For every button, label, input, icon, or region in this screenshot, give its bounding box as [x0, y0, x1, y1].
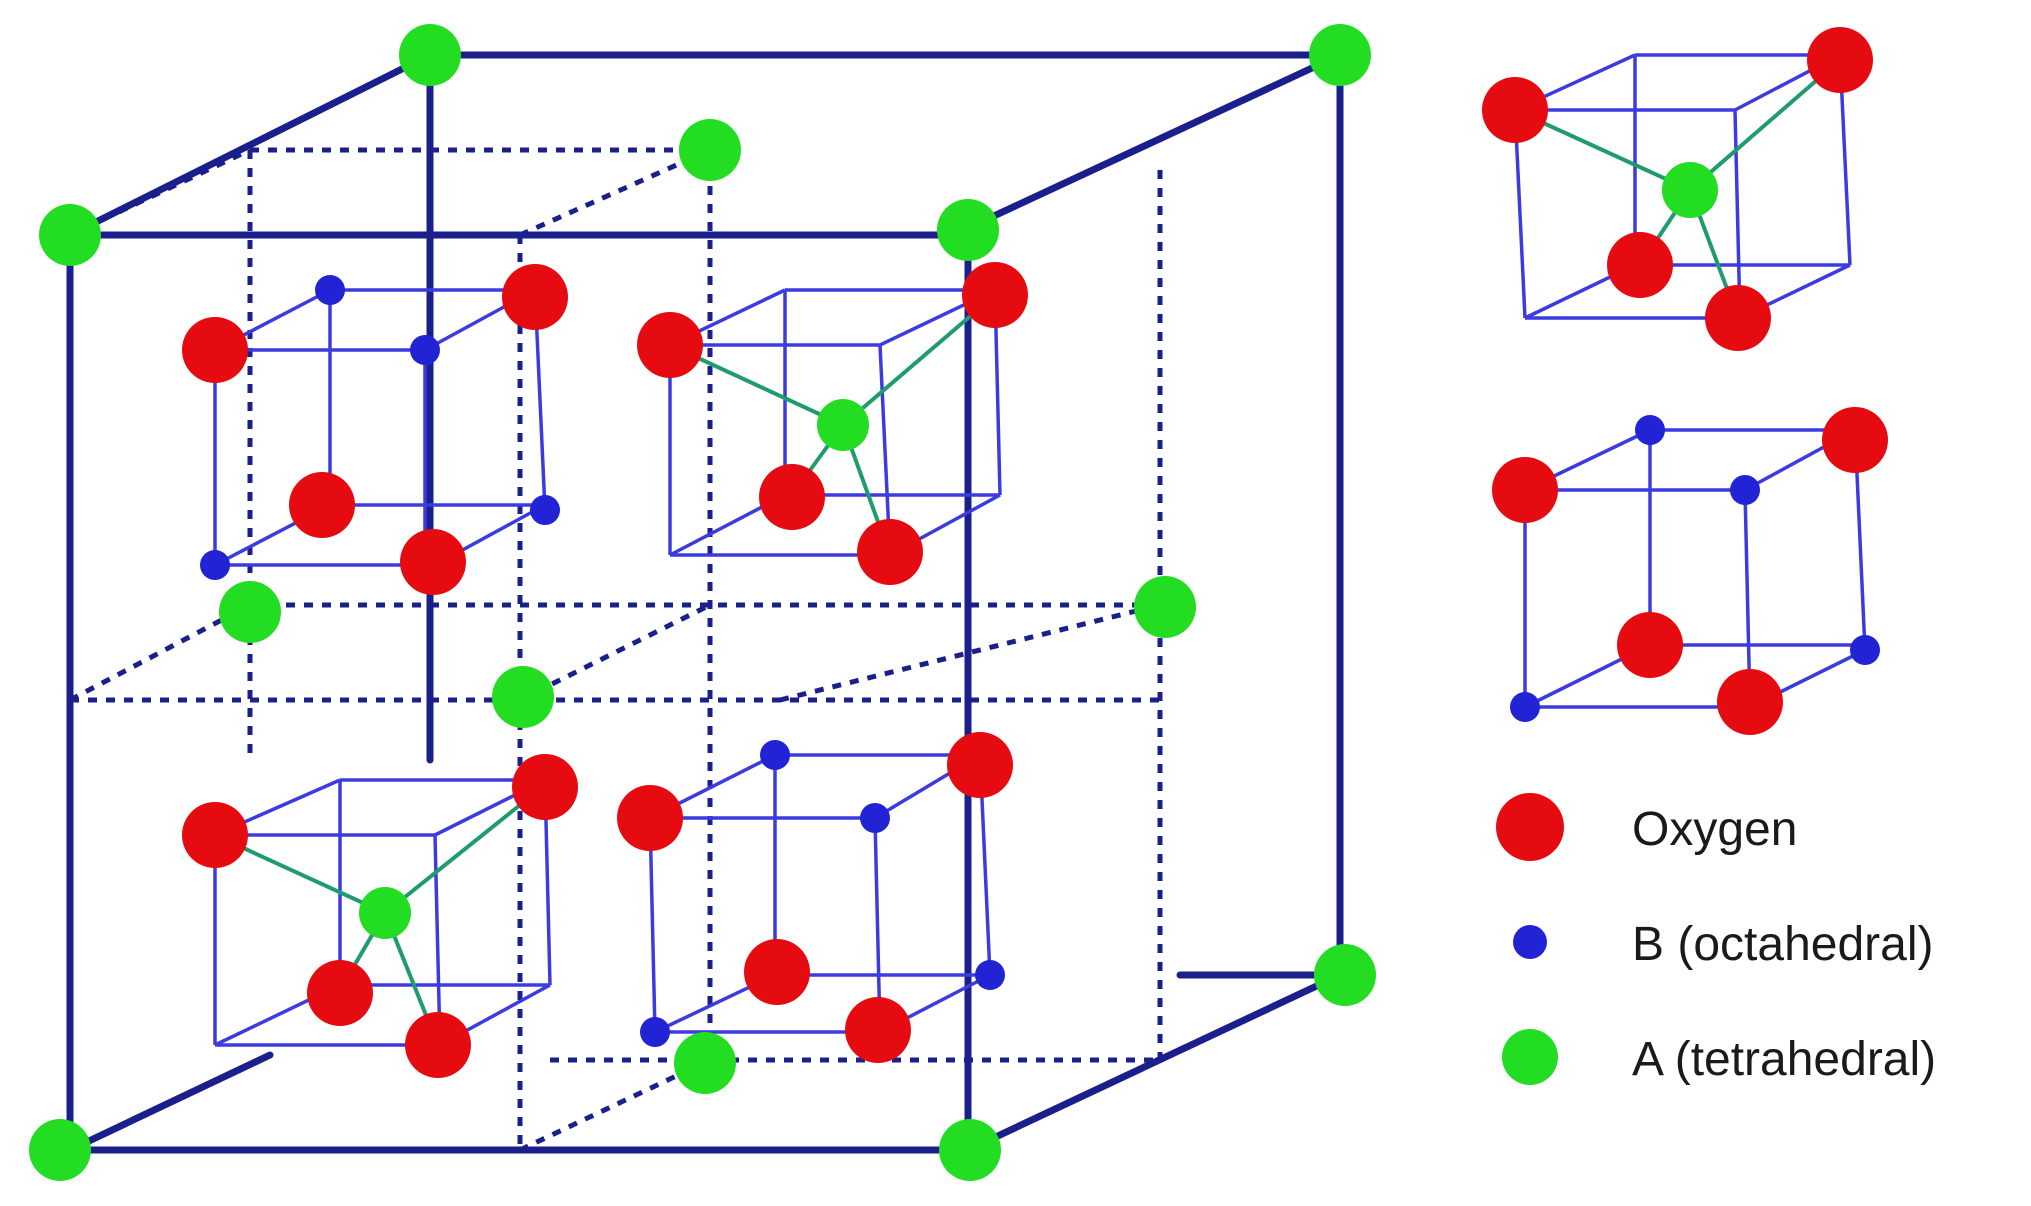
- oxygen-atom: [759, 464, 825, 530]
- b-octahedral-atom: [1730, 475, 1760, 505]
- oxygen-atom: [405, 1012, 471, 1078]
- legend-item-oxygen: Oxygen: [1496, 793, 1797, 861]
- oxygen-atom: [1482, 77, 1548, 143]
- oxygen-atom: [947, 732, 1013, 798]
- tetrahedral-subcell-bottom-left: [182, 754, 578, 1078]
- legend-label-b-octahedral: B (octahedral): [1632, 918, 1933, 971]
- tetrahedral-subcell-top-right: [637, 262, 1028, 585]
- legend-label-a-tetrahedral: A (tetrahedral): [1632, 1033, 1936, 1086]
- a-tetrahedral-atom: [937, 199, 999, 261]
- b-octahedral-atom: [640, 1017, 670, 1047]
- legend: Oxygen B (octahedral) A (tetrahedral): [1496, 793, 1936, 1086]
- oxygen-atom: [744, 939, 810, 1005]
- oxygen-atom: [845, 997, 911, 1063]
- a-tetrahedral-atom: [817, 399, 869, 451]
- b-octahedral-atom: [315, 275, 345, 305]
- oxygen-atom: [182, 317, 248, 383]
- legend-item-b-octahedral: B (octahedral): [1513, 918, 1933, 971]
- a-tetrahedral-atom: [1309, 24, 1371, 86]
- a-tetrahedral-atom: [29, 1119, 91, 1181]
- b-octahedral-swatch: [1513, 925, 1547, 959]
- inner-dotted-grid: [68, 147, 1163, 1153]
- a-tetrahedral-swatch: [1502, 1029, 1558, 1085]
- a-tetrahedral-atom: [492, 666, 554, 728]
- oxygen-atom: [1822, 407, 1888, 473]
- b-octahedral-atom: [1635, 415, 1665, 445]
- b-octahedral-atom: [1510, 692, 1540, 722]
- a-tetrahedral-atom: [39, 204, 101, 266]
- a-tetrahedral-atom: [1314, 944, 1376, 1006]
- oxygen-atom: [1607, 232, 1673, 298]
- octahedral-subcell-bottom-right: [617, 732, 1013, 1063]
- b-octahedral-atom: [530, 495, 560, 525]
- legend-label-oxygen: Oxygen: [1632, 803, 1797, 856]
- oxygen-atom: [182, 802, 248, 868]
- oxygen-atom: [1705, 285, 1771, 351]
- oxygen-atom: [857, 519, 923, 585]
- octahedral-subcell-top-left: [182, 264, 568, 595]
- oxygen-atom: [1717, 669, 1783, 735]
- a-tetrahedral-atom: [679, 119, 741, 181]
- oxygen-atom: [512, 754, 578, 820]
- b-octahedral-atom: [410, 335, 440, 365]
- a-tetrahedral-atom: [939, 1119, 1001, 1181]
- oxygen-atom: [502, 264, 568, 330]
- b-octahedral-atom: [975, 960, 1005, 990]
- oxygen-atom: [1807, 27, 1873, 93]
- a-tetrahedral-atom: [1662, 162, 1718, 218]
- oxygen-atom: [289, 472, 355, 538]
- b-octahedral-atom: [860, 803, 890, 833]
- a-tetrahedral-atom: [1134, 576, 1196, 638]
- b-octahedral-atom: [1850, 635, 1880, 665]
- oxygen-atom: [307, 960, 373, 1026]
- oxygen-atom: [1617, 612, 1683, 678]
- a-tetrahedral-atom: [399, 24, 461, 86]
- oxygen-atom: [400, 529, 466, 595]
- legend-item-a-tetrahedral: A (tetrahedral): [1502, 1029, 1936, 1086]
- b-octahedral-atom: [760, 740, 790, 770]
- legend-tetrahedral-subcell: [1482, 27, 1873, 351]
- oxygen-atom: [637, 312, 703, 378]
- a-tetrahedral-atom: [674, 1032, 736, 1094]
- outer-unit-cell-frame: [66, 51, 1344, 1154]
- a-tetrahedral-atom: [219, 581, 281, 643]
- oxygen-swatch: [1496, 793, 1564, 861]
- legend-octahedral-subcell: [1492, 407, 1888, 735]
- outer-a-sites: [29, 24, 1376, 1181]
- oxygen-atom: [1492, 457, 1558, 523]
- a-tetrahedral-atom: [359, 887, 411, 939]
- oxygen-atom: [962, 262, 1028, 328]
- b-octahedral-atom: [200, 550, 230, 580]
- oxygen-atom: [617, 785, 683, 851]
